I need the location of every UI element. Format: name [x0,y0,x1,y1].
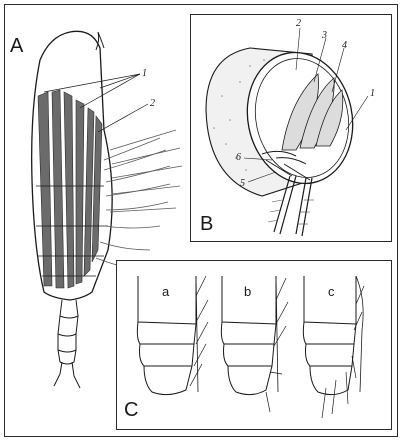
subpanel-a-setae [190,276,208,386]
subpanel-a-label: a [162,284,170,299]
subpanel-c-setae [322,286,364,418]
panel-a-label: A [10,36,23,56]
panel-c-label: C [124,400,138,420]
subpanel-b-label: b [244,284,251,299]
subpanel-c-label: c [328,284,335,299]
